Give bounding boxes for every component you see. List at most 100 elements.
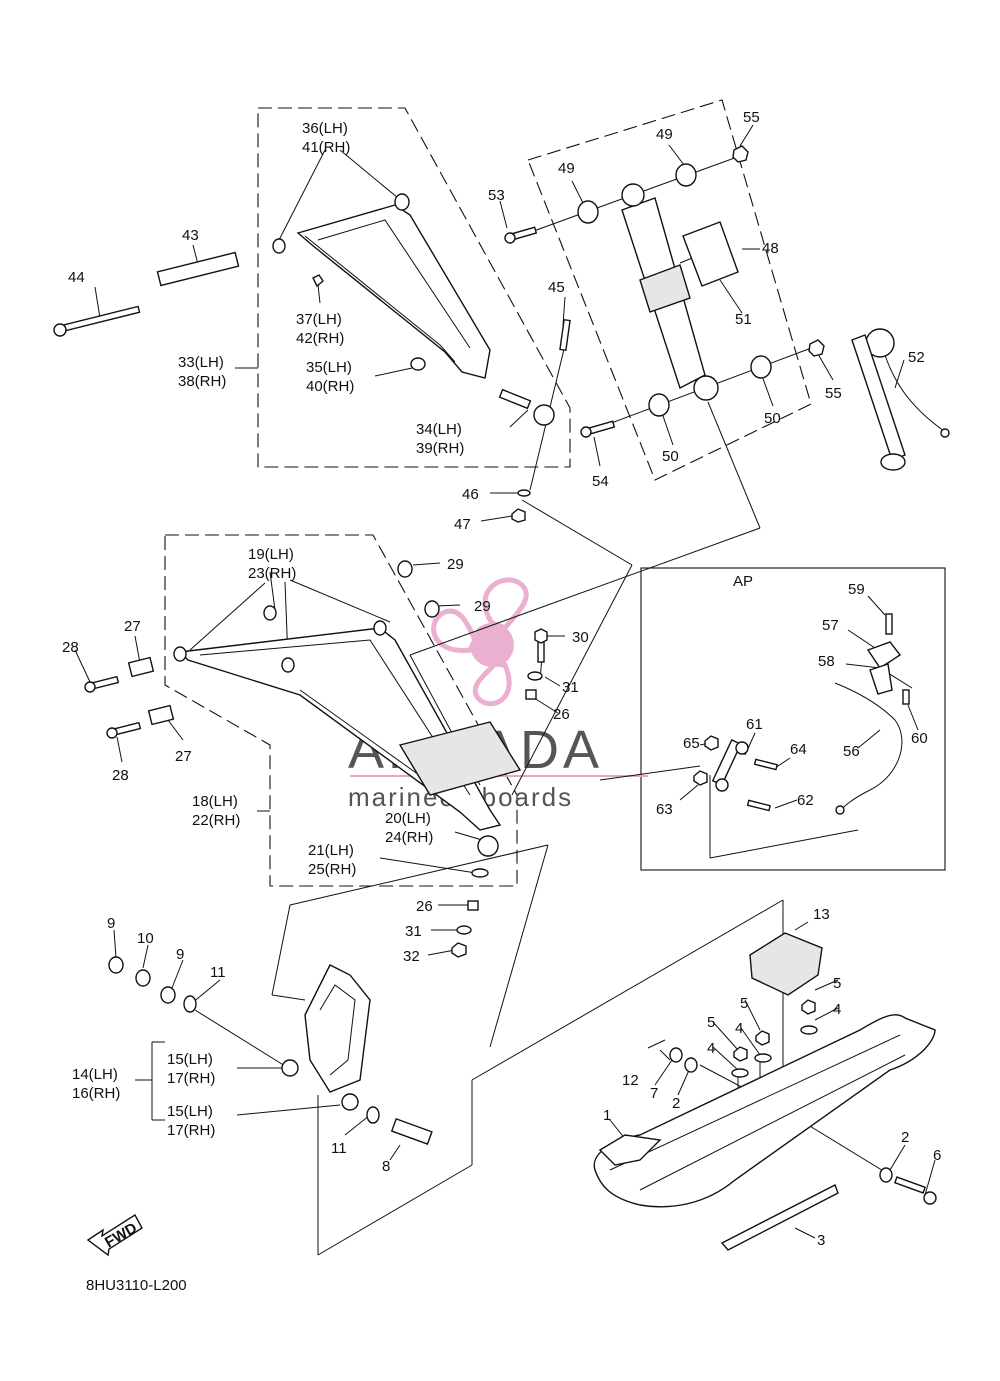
label-58: 58 bbox=[818, 653, 835, 670]
bushing-2-left bbox=[684, 1057, 698, 1073]
label-24: 24(RH) bbox=[385, 829, 433, 846]
label-37: 37(LH) bbox=[296, 311, 342, 328]
bushing-41 bbox=[394, 193, 410, 211]
label-27-top: 27 bbox=[124, 618, 141, 635]
label-11-top: 11 bbox=[210, 964, 226, 981]
washer-31-top bbox=[527, 671, 543, 681]
washer-11-bottom bbox=[366, 1106, 380, 1124]
label-7: 7 bbox=[650, 1085, 658, 1102]
label-16: 16(RH) bbox=[72, 1085, 120, 1102]
ap-cable-56 bbox=[834, 682, 903, 815]
label-55-bottom: 55 bbox=[825, 385, 842, 402]
label-5-a: 5 bbox=[833, 975, 841, 992]
label-41: 41(RH) bbox=[302, 139, 350, 156]
label-11-bottom: 11 bbox=[331, 1140, 347, 1157]
label-9-right: 9 bbox=[176, 946, 184, 963]
label-29-bottom: 29 bbox=[474, 598, 491, 615]
label-40: 40(RH) bbox=[306, 378, 354, 395]
label-27-bottom: 27 bbox=[175, 748, 192, 765]
label-4-c: 4 bbox=[707, 1040, 715, 1057]
nut-55-bottom bbox=[808, 339, 825, 357]
label-51: 51 bbox=[735, 311, 752, 328]
lower-a-arm bbox=[178, 627, 522, 831]
label-31-top: 31 bbox=[562, 679, 579, 696]
bushing-29-side bbox=[373, 620, 387, 636]
label-1: 1 bbox=[603, 1107, 611, 1124]
ski-stand-14 bbox=[304, 964, 371, 1093]
washer-25 bbox=[471, 868, 489, 878]
label-62: 62 bbox=[797, 792, 814, 809]
pad-9-right bbox=[160, 986, 176, 1004]
washer-46 bbox=[517, 489, 531, 497]
label-30: 30 bbox=[572, 629, 589, 646]
clamp-58 bbox=[869, 663, 893, 695]
nut-65 bbox=[704, 735, 719, 751]
collar-15-bottom bbox=[341, 1093, 359, 1111]
washer-4-a bbox=[800, 1025, 818, 1035]
label-17-top: 17(RH) bbox=[167, 1070, 215, 1087]
bushing-50-right bbox=[750, 355, 772, 379]
label-54: 54 bbox=[592, 473, 609, 490]
label-3: 3 bbox=[817, 1232, 825, 1249]
bolt-53 bbox=[504, 226, 538, 244]
label-63: 63 bbox=[656, 801, 673, 818]
grease-nipple-37 bbox=[312, 274, 324, 288]
bolt-28-bottom bbox=[106, 721, 142, 739]
label-57: 57 bbox=[822, 617, 839, 634]
bolt-64 bbox=[753, 758, 779, 771]
bolt-45 bbox=[559, 318, 571, 352]
washer-4-c bbox=[731, 1068, 749, 1078]
label-15-top: 15(LH) bbox=[167, 1051, 213, 1068]
bolt-28-top bbox=[84, 675, 120, 693]
label-50-right: 50 bbox=[764, 410, 781, 427]
label-56: 56 bbox=[843, 743, 860, 760]
part-labels: 36(LH) 41(RH) 43 44 37(LH) 42(RH) 33(LH)… bbox=[62, 109, 941, 1294]
label-12: 12 bbox=[622, 1072, 639, 1089]
label-22: 22(RH) bbox=[192, 812, 240, 829]
bushing-49-left bbox=[577, 200, 599, 224]
long-bolt-44 bbox=[53, 305, 141, 337]
label-18: 18(LH) bbox=[192, 793, 238, 810]
label-47: 47 bbox=[454, 516, 471, 533]
washer-31-bottom bbox=[456, 925, 472, 935]
label-55-top: 55 bbox=[743, 109, 760, 126]
label-8: 8 bbox=[382, 1158, 390, 1175]
nut-5-c bbox=[733, 1046, 748, 1062]
label-49-right: 49 bbox=[656, 126, 673, 143]
bolt-62 bbox=[746, 799, 772, 812]
label-4-b: 4 bbox=[735, 1020, 743, 1037]
label-4-a: 4 bbox=[833, 1001, 841, 1018]
label-15-bottom: 15(LH) bbox=[167, 1103, 213, 1120]
washer-4-b bbox=[754, 1053, 772, 1063]
label-21: 21(LH) bbox=[308, 842, 354, 859]
runner-3 bbox=[720, 1184, 839, 1251]
label-34: 34(LH) bbox=[416, 421, 462, 438]
bolt-30 bbox=[534, 628, 548, 663]
label-6: 6 bbox=[933, 1147, 941, 1164]
bolt-59 bbox=[885, 613, 893, 635]
label-44: 44 bbox=[68, 269, 85, 286]
label-28-bottom: 28 bbox=[112, 767, 129, 784]
label-2-left: 2 bbox=[672, 1095, 680, 1112]
upper-arm-dashed-group bbox=[257, 107, 571, 468]
label-39: 39(RH) bbox=[416, 440, 464, 457]
bolt-60 bbox=[902, 689, 910, 705]
label-33: 33(LH) bbox=[178, 354, 224, 371]
label-9-left: 9 bbox=[107, 915, 115, 932]
adjuster-tool-52 bbox=[851, 328, 950, 471]
washer-11-top bbox=[183, 995, 197, 1013]
collar-26-top bbox=[525, 689, 537, 700]
upper-shaft-43 bbox=[156, 251, 240, 287]
nut-47 bbox=[511, 508, 526, 523]
label-17-bottom: 17(RH) bbox=[167, 1122, 215, 1139]
label-5-c: 5 bbox=[707, 1014, 715, 1031]
upper-a-arm bbox=[296, 204, 491, 379]
label-2-right: 2 bbox=[901, 1129, 909, 1146]
label-49-left: 49 bbox=[558, 160, 575, 177]
bushing-23 bbox=[281, 657, 295, 673]
ball-joint-34 bbox=[498, 388, 555, 426]
label-36: 36(LH) bbox=[302, 120, 348, 137]
label-61: 61 bbox=[746, 716, 763, 733]
label-29-top: 29 bbox=[447, 556, 464, 573]
